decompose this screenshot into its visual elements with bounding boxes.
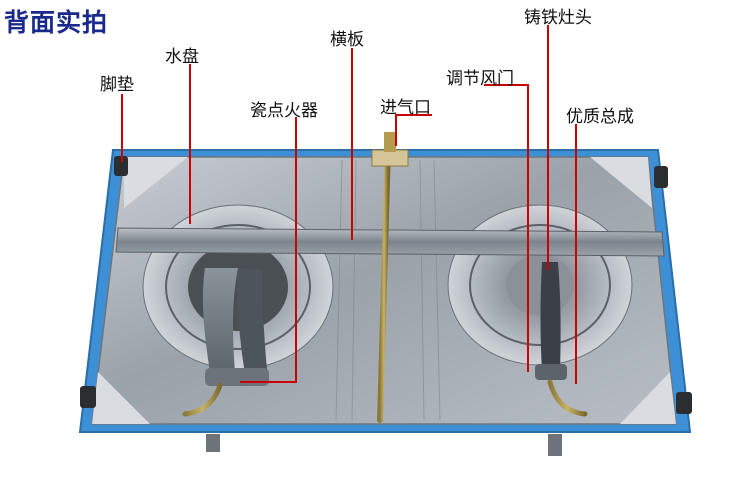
- callout-lines: [121, 25, 577, 384]
- label-crossbar: 横板: [330, 30, 364, 50]
- knob-stem-right: [548, 434, 562, 456]
- label-foot-pad: 脚垫: [100, 75, 134, 95]
- air-inlet-fitting: [371, 149, 409, 167]
- corner-plate: [124, 157, 188, 208]
- corner-plate: [590, 157, 652, 208]
- label-ceramic-igniter: 瓷点火器: [250, 101, 318, 121]
- corner-plate: [620, 372, 676, 424]
- label-air-damper: 调节风门: [446, 69, 514, 89]
- right-burner-ring: [469, 224, 611, 346]
- air-inlet-nozzle: [384, 132, 396, 152]
- label-water-tray: 水盘: [165, 47, 199, 67]
- left-burner-ring: [165, 224, 311, 350]
- gas-pipe-assembly: [182, 145, 588, 423]
- tray-grooves: [335, 159, 441, 421]
- left-cast-iron-burner: [202, 268, 269, 386]
- label-cast-iron-head: 铸铁灶头: [524, 8, 592, 28]
- corner-plate: [92, 372, 150, 424]
- right-cast-iron-burner: [535, 262, 567, 380]
- foot-pads: [80, 156, 692, 414]
- page-title: 背面实拍: [4, 8, 109, 37]
- right-burner-center: [506, 255, 574, 315]
- crossbar-plate: [115, 227, 665, 257]
- label-quality-assembly: 优质总成: [566, 107, 634, 127]
- knob-stem-left: [206, 434, 220, 452]
- label-air-inlet: 进气口: [380, 98, 431, 118]
